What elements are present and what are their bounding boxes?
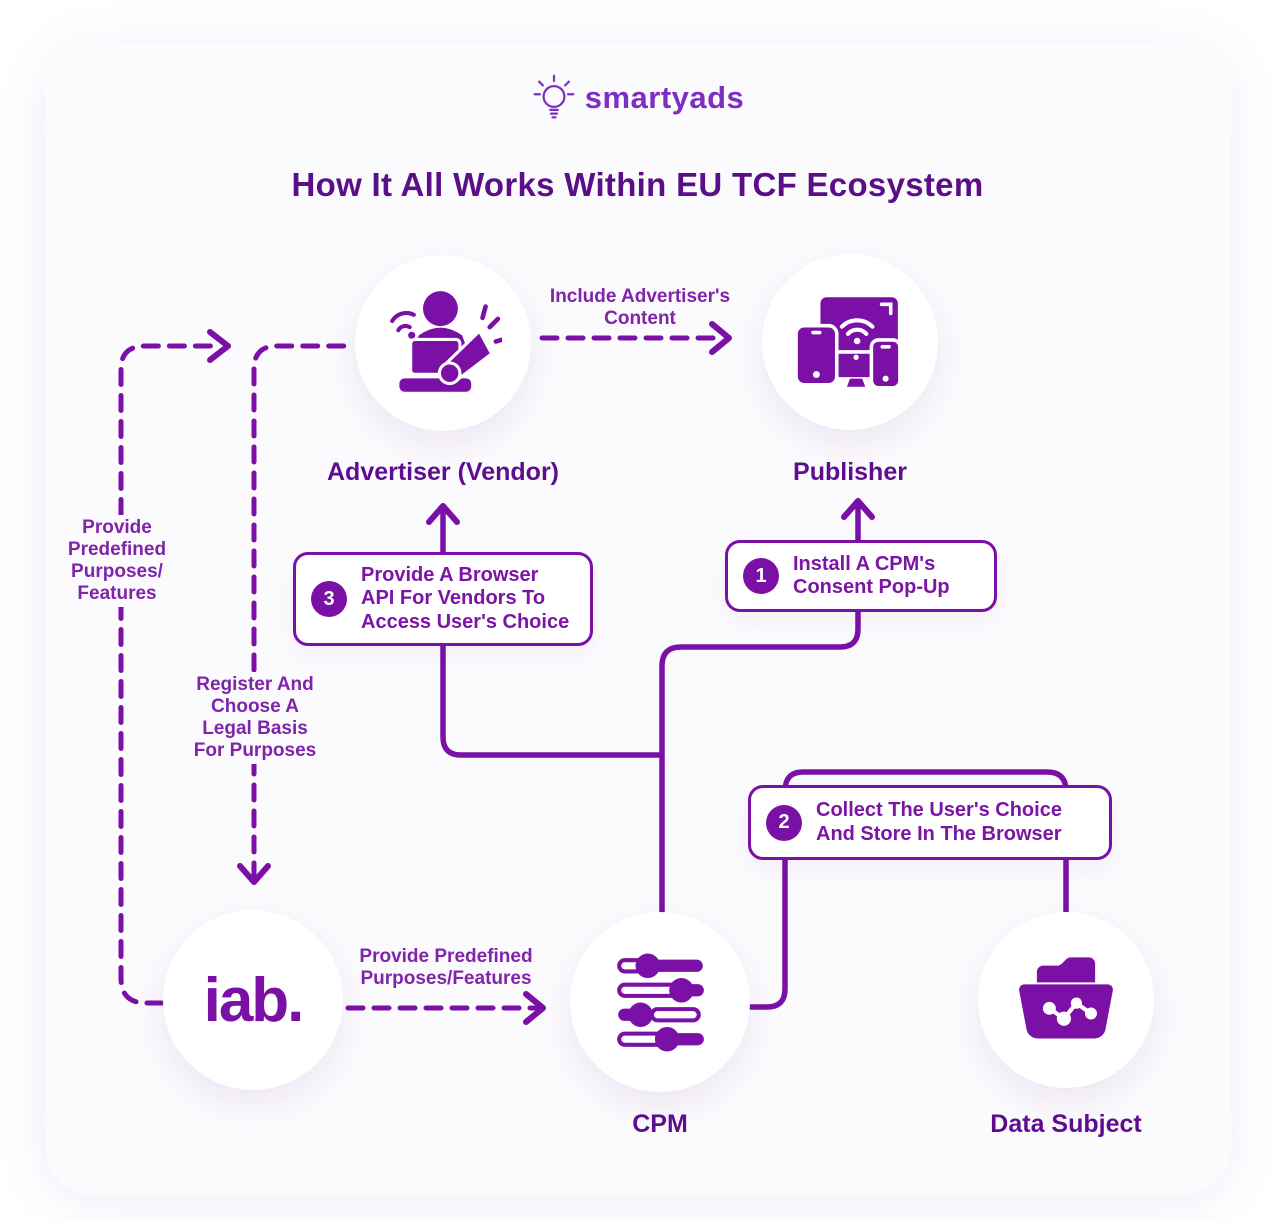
edge-iab-provides-to-advertiser (118, 329, 231, 1006)
step-badge-1: 1 (743, 558, 779, 594)
arrowhead-right-cpm (523, 991, 546, 1025)
advertiser-person-megaphone-icon (390, 291, 502, 392)
arrowhead-up-publisher (841, 498, 875, 520)
step-text-3: Provide A Browser API For Vendors To Acc… (361, 564, 570, 633)
node-iab: iab. (163, 910, 343, 1090)
arrowhead-up-advertiser (426, 503, 460, 525)
step-box-3: 3 Provide A Browser API For Vendors To A… (293, 552, 593, 646)
node-label-data-subject: Data Subject (990, 1110, 1142, 1138)
iab-logo: iab. (203, 965, 305, 1035)
node-label-publisher: Publisher (793, 458, 907, 486)
edge-iab-to-cpm (345, 991, 546, 1025)
edge-label-register-legal-basis: Register And Choose A Legal Basis For Pu… (189, 672, 321, 765)
arrowhead-down-iab (237, 863, 271, 885)
edge-cpm-to-advertiser (426, 503, 665, 758)
smartyads-logo-text: smartyads (584, 80, 745, 115)
devices-icon (794, 297, 902, 390)
edge-label-include-advertisers-content: Include Advertiser's Content (549, 286, 731, 330)
node-advertiser (355, 255, 531, 431)
edge-label-provide-predefined-bottom: Provide Predefined Purposes/Features (359, 946, 533, 990)
diagram-title: How It All Works Within EU TCF Ecosystem (291, 166, 984, 203)
node-data-subject (978, 912, 1154, 1088)
step-badge-2: 2 (766, 804, 802, 841)
edge-cpm-to-publisher (659, 498, 875, 918)
edge-label-provide-predefined-left: Provide Predefined Purposes/ Features (63, 515, 171, 608)
node-cpm (570, 912, 750, 1092)
lightbulb-icon (533, 74, 575, 119)
edge-advertiser-registers-with-iab (237, 343, 355, 885)
data-folder-icon (1019, 957, 1113, 1039)
step-badge-3: 3 (311, 581, 347, 617)
node-publisher (762, 254, 938, 430)
step-text-1: Install A CPM's Consent Pop-Up (793, 552, 950, 598)
arrowhead-right-publisher (709, 321, 732, 355)
step-text-2: Collect The User's Choice And Store In T… (816, 799, 1062, 845)
edge-advertiser-to-publisher (539, 321, 732, 355)
node-label-cpm: CPM (632, 1110, 688, 1138)
step-box-2: 2 Collect The User's Choice And Store In… (748, 785, 1112, 860)
node-label-advertiser: Advertiser (Vendor) (326, 458, 560, 486)
step-box-1: 1 Install A CPM's Consent Pop-Up (725, 540, 997, 612)
smartyads-logo: smartyads (0, 72, 1275, 124)
arrowhead-right-junction (207, 329, 231, 363)
sliders-icon (617, 953, 704, 1052)
